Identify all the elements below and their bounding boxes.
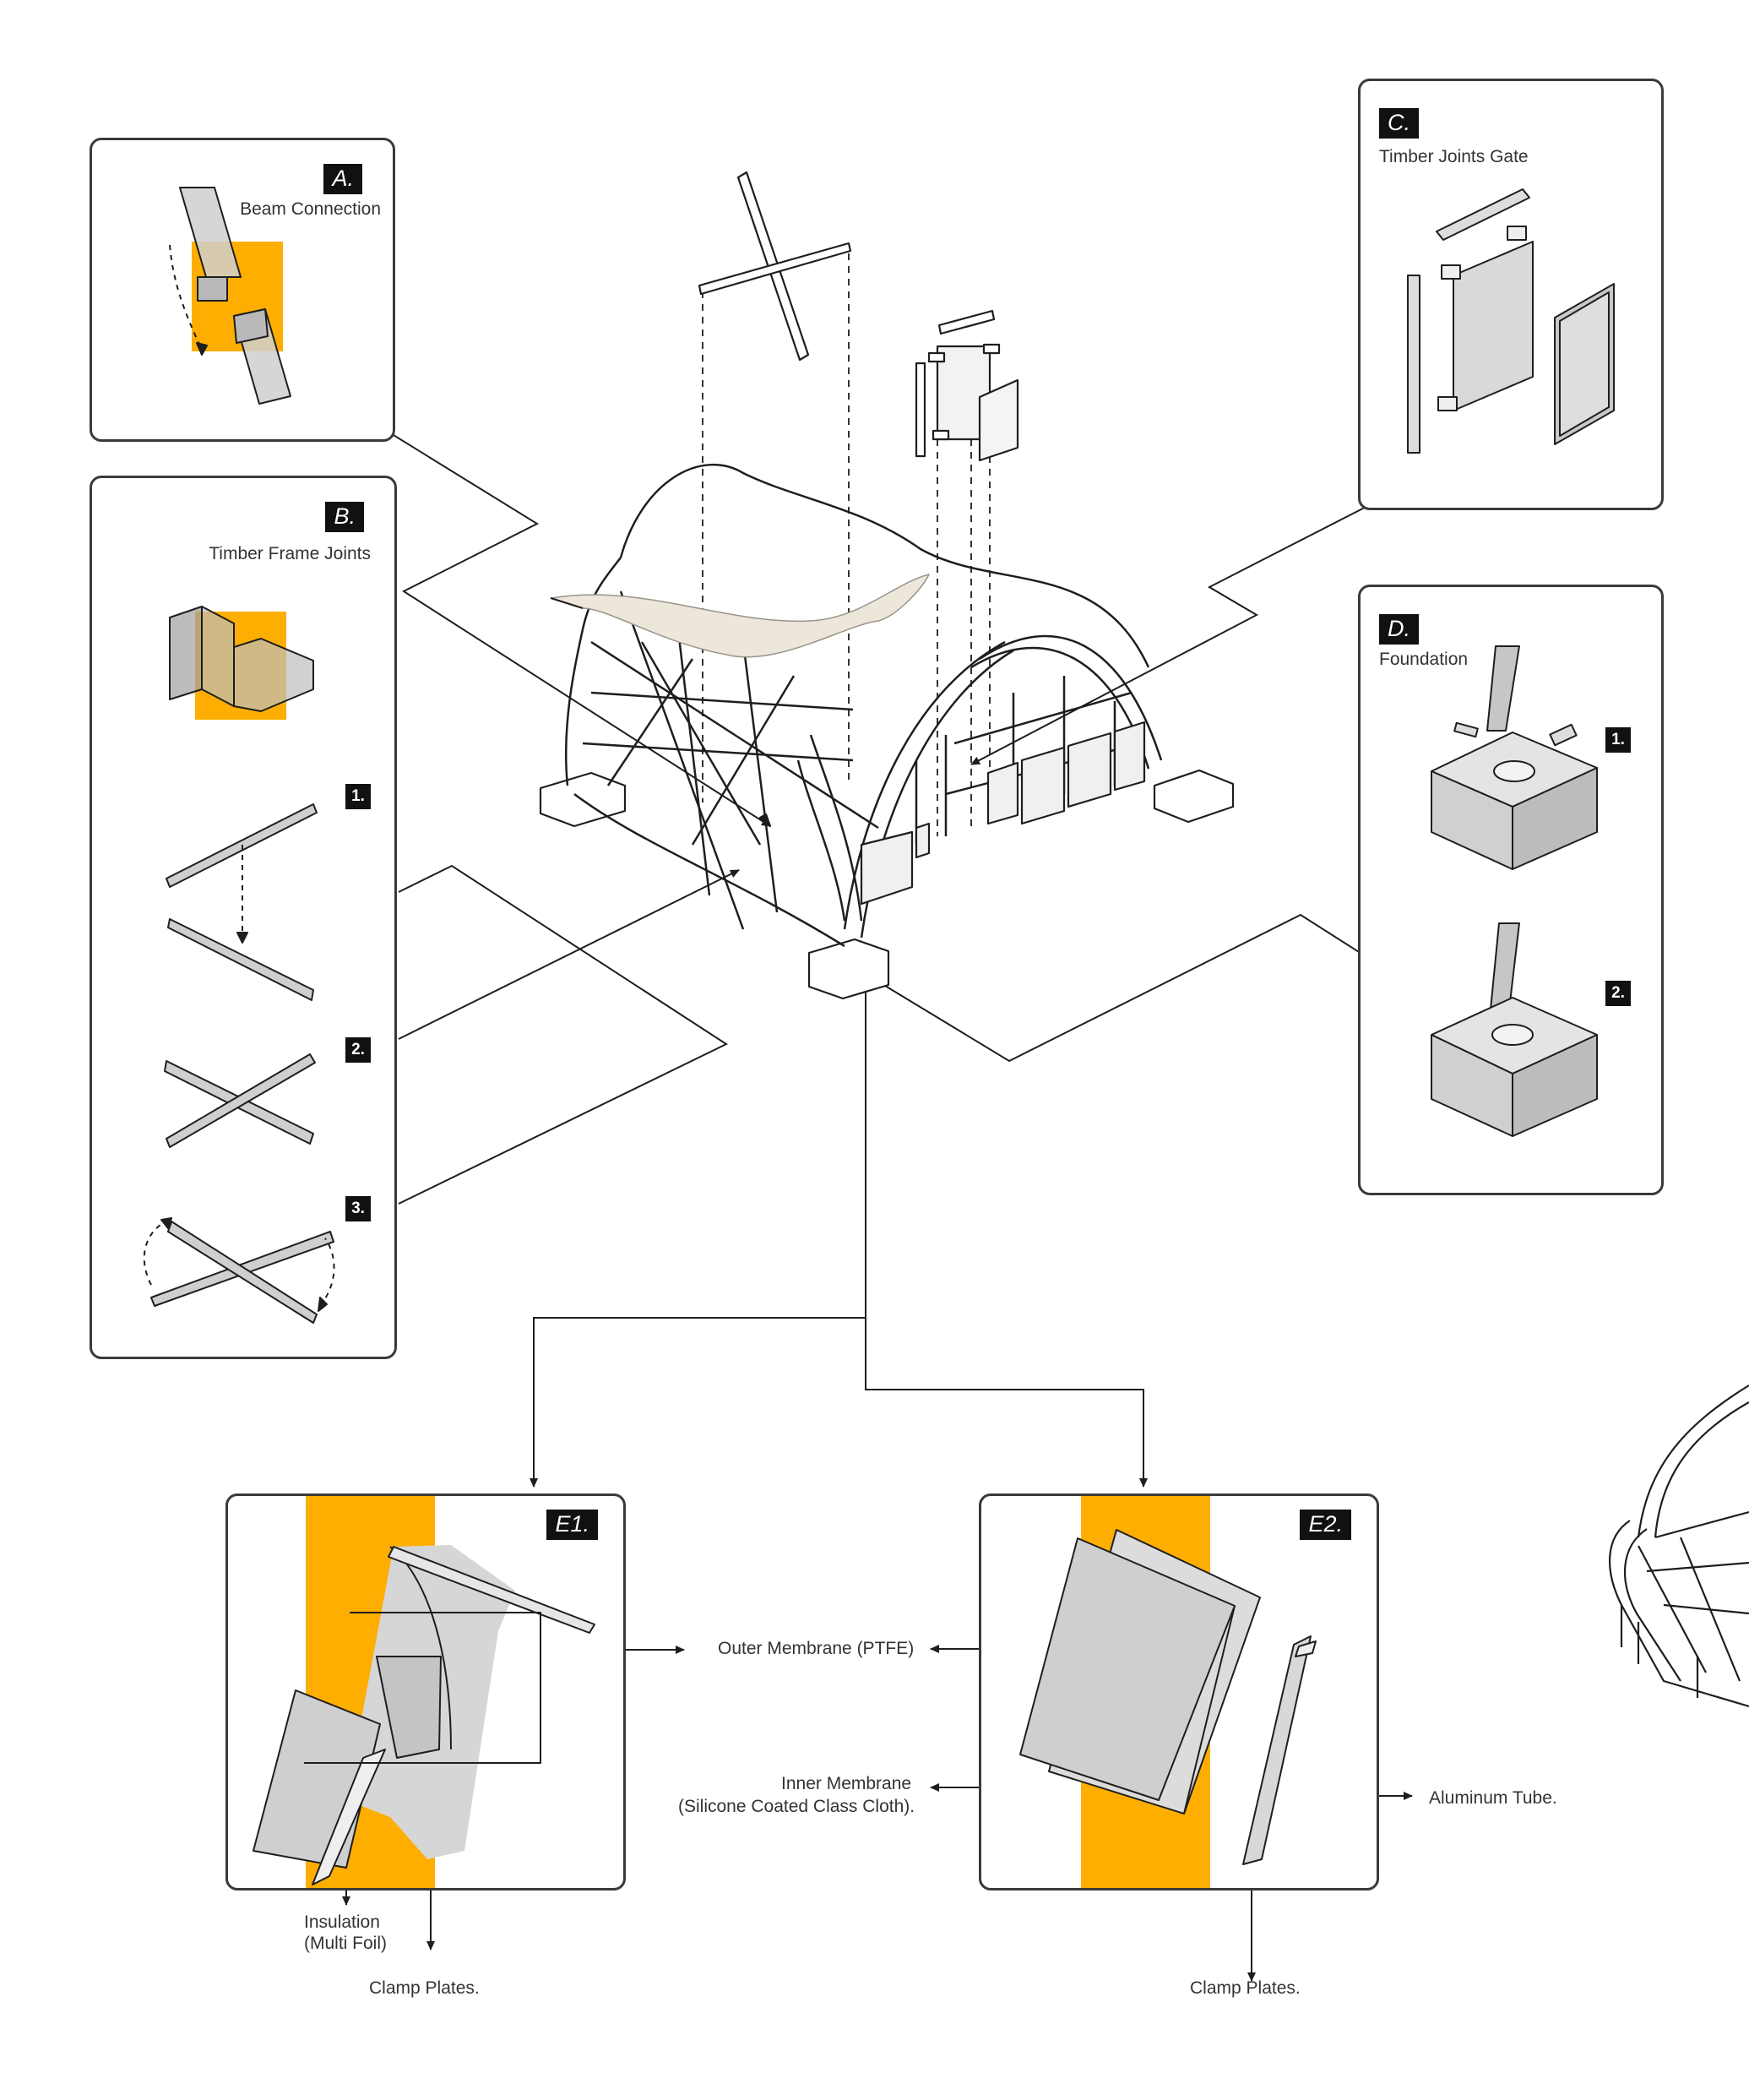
panel-c-tag: C. (1379, 108, 1419, 139)
step-3-badge: 3. (345, 1196, 371, 1221)
leader-e (530, 974, 866, 1488)
exploded-cross-beam (698, 171, 852, 362)
step-2-badge: 2. (1605, 981, 1631, 1006)
panel-e2-tag: E2. (1300, 1510, 1351, 1540)
panel-d-title: Foundation (1379, 650, 1469, 669)
inner-membrane-label: Inner Membrane (781, 1774, 912, 1793)
panel-beam-connection: A. Beam Connection (90, 138, 395, 442)
step-2-badge: 2. (345, 1037, 371, 1063)
panel-foundation: D. Foundation 1. 2. (1358, 585, 1664, 1195)
leader-a (269, 358, 771, 827)
panel-timber-frame-joints: B. Timber Frame Joints 1. 2. 3. (90, 476, 397, 1359)
aluminum-tube-label: Aluminum Tube. (1429, 1788, 1557, 1808)
side-panels (860, 721, 1146, 906)
beam-connection-drawing (169, 187, 291, 405)
panel-b-tag: B. (325, 502, 364, 532)
clamp-plates-label-1: Clamp Plates. (369, 1978, 480, 1998)
gate-drawing (1407, 188, 1615, 454)
leader-b1 (398, 864, 729, 1205)
roof-membrane (551, 574, 930, 658)
roof-outline (619, 464, 1150, 668)
foundation-drawing (1431, 645, 1598, 1137)
membrane-clamp-e1 (253, 1545, 595, 1885)
leader-c (970, 442, 1492, 765)
exploded-gate (915, 309, 1019, 462)
outer-membrane-label: Outer Membrane (PTFE) (718, 1639, 915, 1658)
panel-c-title: Timber Joints Gate (1379, 147, 1529, 166)
panel-a-title: Beam Connection (240, 199, 381, 219)
panel-timber-joints-gate: C. Timber Joints Gate (1358, 79, 1664, 510)
step-1-badge: 1. (1605, 727, 1631, 753)
inner-membrane-sub-label: (Silicone Coated Class Cloth). (678, 1797, 915, 1816)
panel-a-tag: A. (323, 164, 362, 194)
panel-e1-tag: E1. (546, 1510, 598, 1540)
insulation-sub-label: (Multi Foil) (304, 1934, 387, 1953)
step-1-badge: 1. (345, 784, 371, 809)
leader-b2 (398, 869, 740, 1040)
panel-e1-detail: E1. (225, 1493, 626, 1891)
timber-frame (565, 557, 1163, 948)
timber-joints-drawing (143, 606, 335, 1324)
membrane-clamp-e2 (1019, 1529, 1317, 1865)
panel-b-title: Timber Frame Joints (209, 544, 371, 563)
insulation-label: Insulation (304, 1912, 380, 1932)
clamp-plates-label-2: Clamp Plates. (1190, 1978, 1301, 1998)
panel-e2-detail: E2. (979, 1493, 1379, 1891)
panel-d-tag: D. (1379, 614, 1419, 645)
